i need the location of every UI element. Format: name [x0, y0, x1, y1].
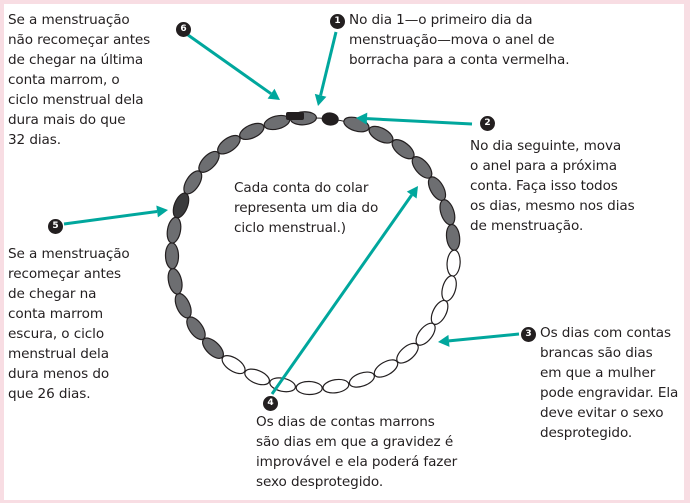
arrow-step-3: [438, 332, 520, 347]
step-2-text: No dia seguinte, mova o anel para a próx…: [470, 138, 635, 234]
step-3-text: Os dias com contas brancas são dias em q…: [540, 325, 679, 441]
step-4-text: Os dias de contas marrons são dias em qu…: [256, 414, 458, 490]
arrow-step-1: [314, 31, 338, 106]
step-6-text: Se a menstruação não recomeçar antes de …: [8, 12, 151, 148]
step-2-badge: 2: [480, 116, 495, 131]
arrow-step-2: [356, 112, 473, 126]
white-bead: [441, 275, 457, 302]
arrow-step-4: [270, 186, 418, 395]
center-text: Cada conta do colar representa um dia do…: [234, 180, 379, 236]
arrow-step-6: [187, 33, 280, 100]
brown-bead: [174, 292, 192, 319]
diagram-panel: [4, 4, 684, 500]
white-bead: [446, 249, 461, 277]
brown-bead: [164, 242, 180, 270]
brown-bead: [368, 125, 394, 144]
step-1-badge: 1: [330, 14, 345, 29]
brown-bead: [445, 223, 461, 251]
step-1-text: No dia 1—o primeiro dia da menstruação—m…: [349, 12, 570, 68]
step-3-badge: 3: [521, 327, 536, 342]
step-6-badge: 6: [176, 22, 191, 37]
dark-brown-bead: [172, 192, 190, 219]
brown-bead: [239, 122, 265, 141]
brown-bead: [439, 199, 456, 226]
red-bead: [321, 112, 339, 126]
arrows: [63, 31, 520, 395]
step-5-text: Se a menstruação recomeçar antes de cheg…: [8, 246, 130, 402]
step-5-badge: 5: [48, 219, 63, 234]
white-bead: [348, 371, 375, 388]
rubber-ring-marker: [286, 112, 304, 120]
white-bead: [295, 380, 323, 396]
brown-bead: [167, 267, 183, 295]
white-bead: [244, 368, 270, 386]
bead-necklace: [164, 111, 461, 396]
white-bead: [430, 299, 449, 325]
white-bead: [373, 359, 399, 378]
step-4-badge: 4: [263, 396, 278, 411]
arrow-step-5: [63, 205, 168, 226]
white-bead: [322, 378, 350, 394]
brown-bead: [166, 216, 182, 244]
